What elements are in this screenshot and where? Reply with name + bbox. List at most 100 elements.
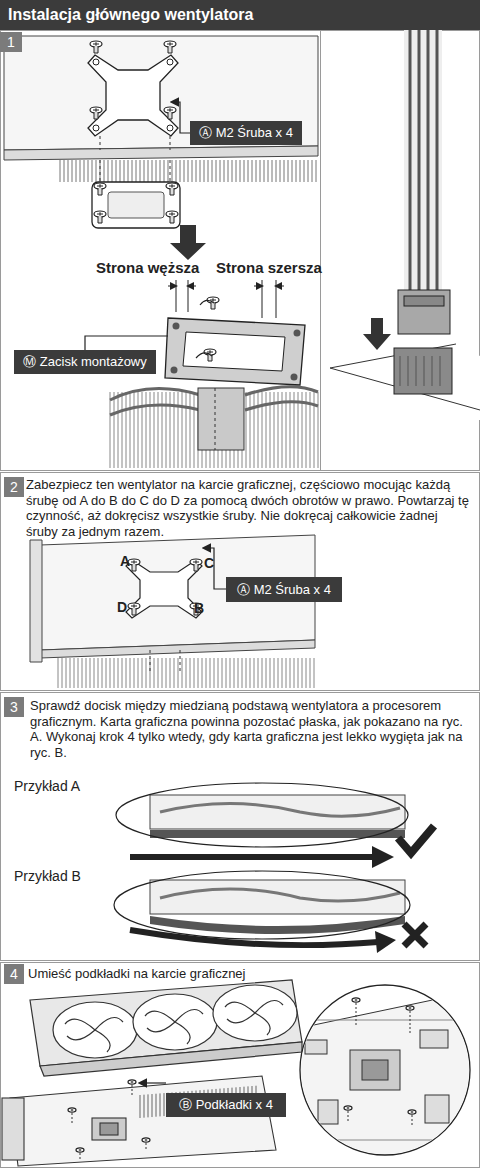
- heatsink-fin: [114, 392, 115, 468]
- power-cable: [330, 344, 480, 420]
- x-backplate: [167, 125, 173, 131]
- screw-symbol: [128, 559, 202, 615]
- example-card-bent: [114, 871, 426, 953]
- washer-symbol: [68, 1080, 150, 1161]
- heatsink-fin: [208, 160, 209, 182]
- heatsink-fin: [254, 658, 255, 688]
- x-backplate: [167, 59, 173, 65]
- magnified-inset: [344, 1106, 352, 1110]
- graphics-card: [2, 1098, 24, 1160]
- heatsink-fin: [290, 392, 291, 468]
- heatsink-fin: [258, 658, 259, 688]
- example-card-bent: [150, 916, 405, 934]
- heatsink-fin: [96, 160, 97, 182]
- heatsink-fin: [118, 392, 119, 468]
- panel-frame: [320, 30, 321, 470]
- power-cable: [427, 30, 430, 292]
- heatsink-fin: [160, 160, 161, 182]
- lower-plate: [166, 183, 178, 195]
- heatsink-fin: [186, 392, 187, 468]
- heatsink-fin: [262, 658, 263, 688]
- heatsink-fin: [104, 160, 105, 182]
- heatsink-base: [215, 388, 216, 450]
- move-arrow: [170, 225, 206, 260]
- screw-letter: C: [204, 555, 214, 571]
- step-number-text: 4: [10, 966, 18, 982]
- heatsink-fin: [170, 392, 171, 468]
- example-card-bent: [130, 930, 378, 945]
- screw-symbol: [164, 107, 176, 119]
- guide-line: [150, 650, 151, 672]
- mounting-bracket: [173, 323, 180, 330]
- heatsink-fin: [218, 658, 219, 688]
- power-cable: [400, 356, 440, 386]
- heatsink-fin: [292, 160, 293, 182]
- heatsink-fin: [200, 160, 201, 182]
- washer-symbol: [68, 1108, 76, 1112]
- spring-screw: [196, 300, 214, 358]
- example-card-bent: [404, 924, 426, 946]
- heatsink-fin: [94, 658, 95, 688]
- heatsink-fin: [298, 658, 299, 688]
- heatsink-fin: [228, 160, 229, 182]
- heatsink-fin: [58, 658, 59, 688]
- heatsink-fin: [148, 1094, 149, 1117]
- leader-line: [85, 102, 190, 350]
- example-card-flat: [160, 804, 400, 817]
- magnified-inset: [348, 1003, 412, 1125]
- dimension-mark: [188, 280, 189, 312]
- card-backside: [4, 36, 318, 150]
- spring-screw: [196, 297, 219, 361]
- heatsink-fin: [172, 160, 173, 182]
- example-card-flat: [130, 854, 374, 860]
- heatsink-fin: [62, 658, 63, 688]
- instruction-text: Sprawdź docisk między miedzianą podstawą…: [30, 698, 470, 760]
- power-cable: [404, 30, 442, 292]
- side-label: Strona węższa: [96, 259, 199, 276]
- heatsink-fin: [86, 658, 87, 688]
- heatsink-fin: [224, 160, 225, 182]
- heatsink-fin: [156, 1094, 157, 1117]
- heatsink-fin: [156, 160, 157, 182]
- lower-plate: [92, 182, 180, 228]
- heatsink-fin: [98, 658, 99, 688]
- lower-plate: [94, 183, 106, 195]
- callout-box: Ⓑ Podkładki x 4: [166, 1093, 286, 1117]
- side-label: Strona szersza: [216, 259, 322, 276]
- heatsink-fin: [140, 160, 141, 182]
- power-cable: [418, 30, 421, 292]
- heatsink-fin: [182, 658, 183, 688]
- cooler-fans: [145, 1010, 203, 1045]
- heatsink-fin: [128, 160, 129, 182]
- heatsink-fin: [184, 160, 185, 182]
- guide-line: [170, 136, 171, 150]
- heatsink-fin: [258, 392, 259, 468]
- panel-frame: [1, 473, 480, 691]
- heatsink-fin: [286, 658, 287, 688]
- step-number-text: 2: [10, 479, 18, 495]
- heatsink-fin: [138, 658, 139, 688]
- move-arrow: [170, 225, 206, 260]
- panel-frame: [1, 31, 480, 471]
- power-cable: [404, 296, 444, 306]
- heatsink-fin: [112, 160, 113, 182]
- heatsink-fin: [310, 658, 311, 688]
- heatsink-fin: [204, 160, 205, 182]
- screw-letter: B: [194, 600, 204, 616]
- heatsink-fin: [144, 160, 145, 182]
- screw-symbol: [90, 41, 176, 119]
- heatsink-fin: [300, 160, 301, 182]
- heatsink-fin: [262, 392, 263, 468]
- leader-line: [204, 548, 226, 589]
- heatsink-fin: [296, 160, 297, 182]
- power-cable: [398, 290, 450, 334]
- cooler-fans: [65, 1018, 123, 1053]
- screw-letter: A: [120, 553, 130, 569]
- cooler-fans: [133, 994, 217, 1050]
- magnified-inset: [408, 1110, 416, 1114]
- heatsink-fin: [154, 392, 155, 468]
- example-card-bent: [150, 880, 405, 914]
- example-card-flat: [116, 783, 408, 847]
- graphics-card: [10, 1076, 276, 1166]
- heatsink-fin: [114, 658, 115, 688]
